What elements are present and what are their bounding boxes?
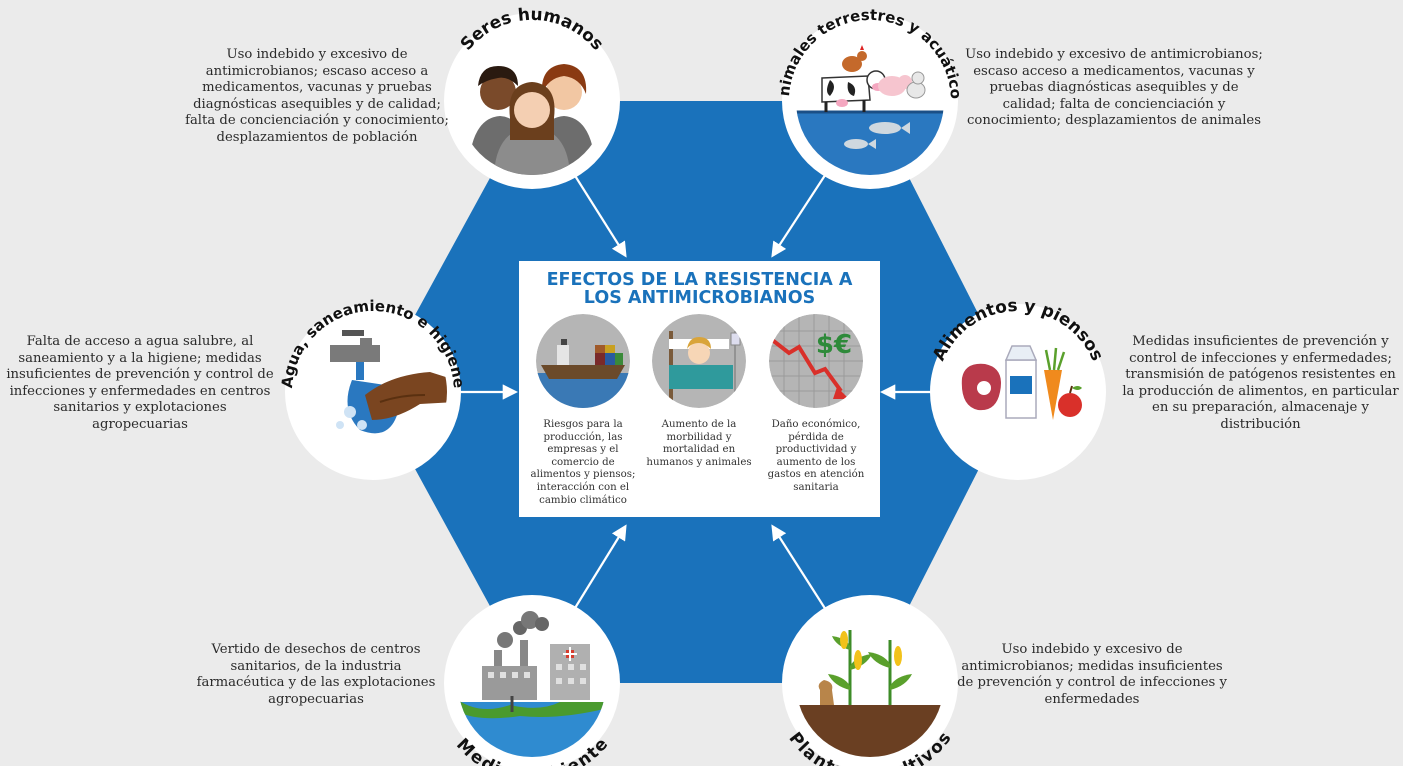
description-water: Falta de acceso a agua salubre, al sanea… [6,334,274,432]
description-humans: Uso indebido y excesivo de antimicrobian… [185,47,449,145]
effects-title: EFECTOS DE LA RESISTENCIA A LOS ANTIMICR… [519,271,880,307]
description-animals: Uso indebido y excesivo de antimicrobian… [965,47,1263,128]
effect-caption-trade: Riesgos para la producción, las empresas… [530,419,636,506]
effects-title-line2: LOS ANTIMICROBIANOS [583,288,816,308]
effect-caption-morbidity: Aumento de la morbilidad y mortalidad en… [646,419,752,468]
factory-icon [458,609,606,757]
sick-patient-icon [652,314,746,408]
effect-caption-economic: Daño económico, pérdida de productividad… [767,419,865,493]
effects-panel: EFECTOS DE LA RESISTENCIA A LOS ANTIMICR… [519,261,880,517]
arrow-plants [771,524,834,622]
description-plants: Uso indebido y excesivo de antimicrobian… [957,642,1227,707]
arrow-environment [566,524,627,622]
animals-icon [796,27,944,175]
currency-symbols: $€ [816,330,852,360]
description-food: Medidas insuficientes de prevención y co… [1122,334,1399,432]
description-environment: Vertido de desechos de centros sanitario… [196,642,436,707]
effects-title-line1: EFECTOS DE LA RESISTENCIA A [546,270,853,290]
food-icon [944,318,1092,466]
handwashing-icon [299,318,447,466]
arrows [452,162,940,622]
people-icon [458,27,606,175]
effect-icons: $€ [536,314,863,408]
cargo-ship-icon [536,314,630,408]
economic-decline-icon: $€ [769,314,863,408]
arrow-animals [771,162,834,258]
arrow-humans [566,162,627,258]
